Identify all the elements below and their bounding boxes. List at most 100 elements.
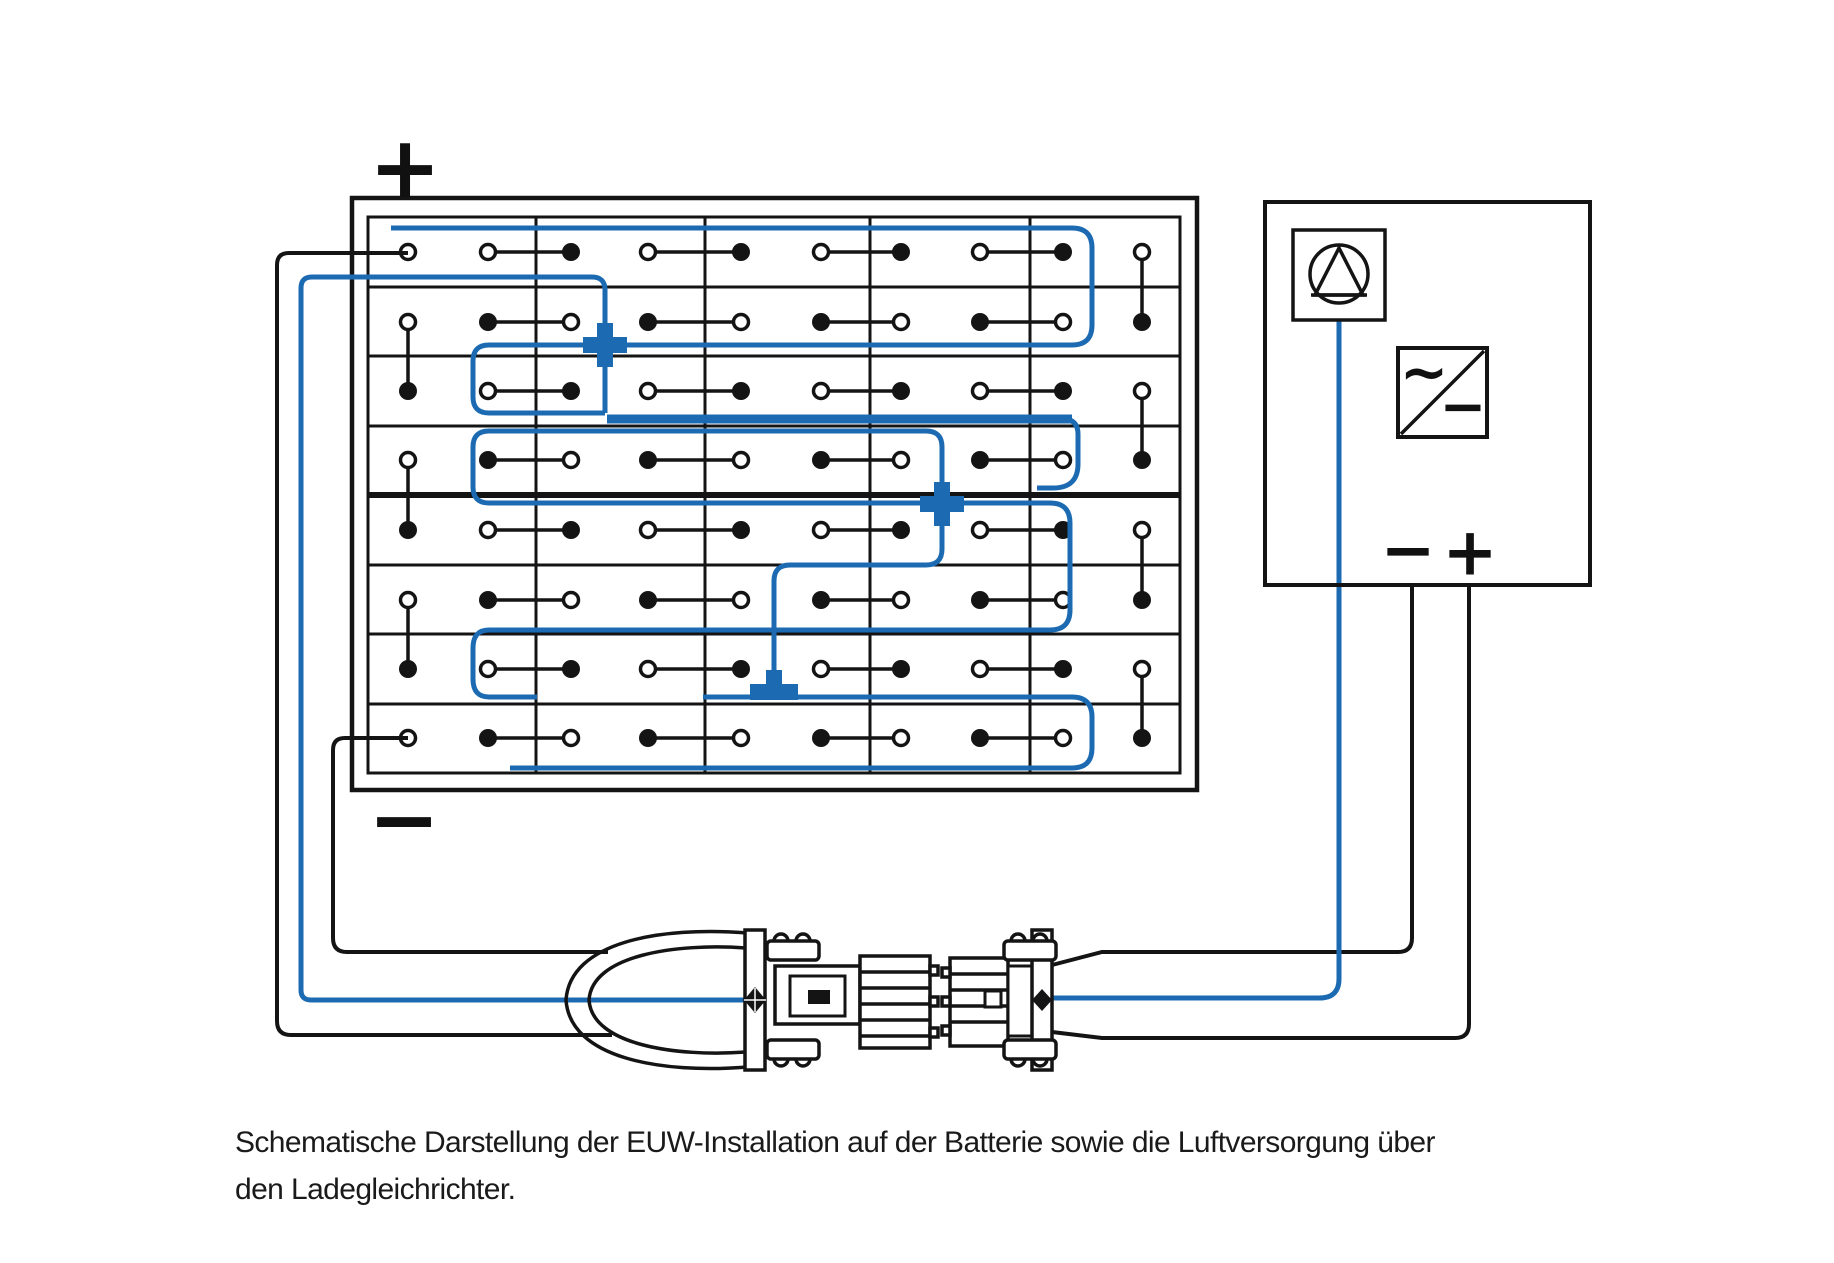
terminal-filled (892, 382, 910, 400)
terminal-open (731, 590, 751, 610)
terminal-filled (1054, 243, 1072, 261)
terminal-filled (639, 451, 657, 469)
euw-air-tubes (298, 225, 1342, 1003)
plug-bottom-bolt (1002, 1038, 1058, 1068)
battery-cell-terminals (398, 242, 1152, 748)
caption: Schematische Darstellung der EUW-Install… (235, 1126, 1436, 1206)
plug-contact-socket (983, 989, 1003, 1009)
battery-block (349, 195, 1200, 793)
rectifier-positive-cable (1051, 585, 1471, 1040)
terminal-open (638, 659, 658, 679)
plug-body-inner (788, 974, 847, 1018)
battery-positive-label: + (369, 118, 441, 218)
terminal-filled (479, 591, 497, 609)
tube-fittings (583, 323, 964, 700)
rectifier-negative-label: − (1380, 512, 1435, 589)
pump-air-line (1050, 320, 1342, 1001)
rectifier-negative-cable (1051, 585, 1414, 967)
terminal-filled (479, 451, 497, 469)
plug-top-bolt (1002, 932, 1058, 962)
terminal-filled (971, 451, 989, 469)
terminal-filled (562, 521, 580, 539)
pump-icon (1291, 228, 1387, 322)
converter-dc-label: − (1440, 375, 1487, 440)
terminal-open (638, 520, 658, 540)
terminal-open (970, 520, 990, 540)
terminal-open (1132, 381, 1152, 401)
euw-row8-tube (510, 694, 1095, 771)
battery-positive-cable (275, 251, 612, 1037)
converter-ac-label: ~ (1400, 338, 1449, 406)
euw-feed-tube (298, 274, 755, 1003)
terminal-filled (479, 313, 497, 331)
terminal-open (891, 450, 911, 470)
terminal-filled (639, 591, 657, 609)
plug-handle-inner (587, 945, 747, 1055)
terminal-open (811, 520, 831, 540)
battery-negative-cable (331, 736, 608, 954)
ac-dc-converter-icon: ~ − (1396, 338, 1489, 440)
terminal-filled (812, 729, 830, 747)
euw-manifold-end-hook (1037, 416, 1081, 491)
battery-negative-label: − (368, 770, 440, 870)
terminal-open (731, 312, 751, 332)
terminal-open (1132, 659, 1152, 679)
terminal-open (398, 450, 418, 470)
tee-fitting (750, 670, 798, 700)
terminal-open (478, 381, 498, 401)
rectifier-frame (1263, 200, 1592, 587)
terminal-filled (732, 243, 750, 261)
terminal-filled (1054, 660, 1072, 678)
terminal-open (811, 242, 831, 262)
terminal-filled (639, 729, 657, 747)
terminal-open (891, 590, 911, 610)
terminal-open (891, 312, 911, 332)
terminal-filled (812, 313, 830, 331)
terminal-filled (399, 660, 417, 678)
plug-contact (808, 990, 830, 1004)
plug-handle-outer (564, 929, 749, 1071)
euw-cross2-drop-tube (771, 511, 945, 684)
terminal-filled (399, 521, 417, 539)
terminal-filled (1133, 591, 1151, 609)
terminal-open (398, 590, 418, 610)
terminal-open (970, 659, 990, 679)
terminal-filled (562, 382, 580, 400)
terminal-open (731, 450, 751, 470)
cross-fitting-2 (920, 482, 964, 526)
terminal-open (731, 728, 751, 748)
cross-fitting-1 (583, 323, 627, 367)
plug-screw (1032, 989, 1052, 1011)
terminal-open (1132, 520, 1152, 540)
terminal-filled (562, 243, 580, 261)
terminal-open (398, 312, 418, 332)
terminal-open (1053, 450, 1073, 470)
terminal-open (1053, 312, 1073, 332)
terminal-open (1053, 728, 1073, 748)
terminal-filled (971, 313, 989, 331)
terminal-filled (732, 382, 750, 400)
terminal-filled (562, 660, 580, 678)
terminal-open (478, 659, 498, 679)
terminal-open (970, 381, 990, 401)
terminal-filled (732, 521, 750, 539)
terminal-open (638, 381, 658, 401)
terminal-filled (892, 660, 910, 678)
terminal-open (561, 728, 581, 748)
terminal-filled (479, 729, 497, 747)
plug-pin-block (858, 954, 940, 1050)
terminal-open (561, 590, 581, 610)
terminal-filled (892, 243, 910, 261)
terminal-filled (812, 591, 830, 609)
rectifier-connector-plug (940, 928, 1058, 1072)
terminal-open (561, 450, 581, 470)
rectifier-positive-label: + (1442, 514, 1497, 591)
terminal-open (811, 381, 831, 401)
terminal-open (478, 242, 498, 262)
terminal-filled (971, 591, 989, 609)
battery-cell-grid (368, 217, 1180, 773)
terminal-open (970, 242, 990, 262)
battery-connector-plug (564, 928, 940, 1072)
terminal-filled (971, 729, 989, 747)
